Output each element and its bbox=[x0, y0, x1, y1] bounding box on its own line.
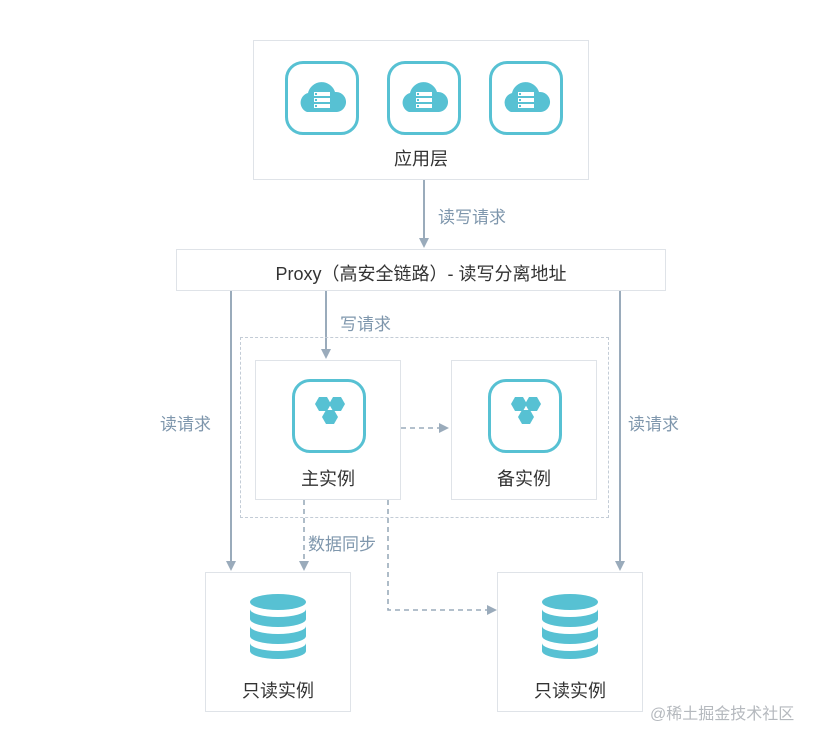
primary-instance-box: 主实例 bbox=[255, 360, 401, 500]
app-layer-label: 应用层 bbox=[394, 149, 448, 169]
ha-group bbox=[240, 337, 609, 518]
proxy-bar: Proxy（高安全链路）- 读写分离地址 bbox=[176, 249, 666, 291]
cloud-server-icon bbox=[489, 61, 563, 135]
cloud-server-icon bbox=[285, 61, 359, 135]
rw-request-label: 读写请求 bbox=[438, 208, 506, 227]
read-request-right-label: 读请求 bbox=[628, 415, 679, 434]
app-layer-box: 应用层 bbox=[253, 40, 589, 180]
readonly-instance-right-box: 只读实例 bbox=[497, 572, 643, 712]
readonly-instance-left-box: 只读实例 bbox=[205, 572, 351, 712]
data-sync-label: 数据同步 bbox=[308, 535, 376, 554]
database-icon bbox=[542, 594, 598, 659]
read-request-left-label: 读请求 bbox=[160, 415, 211, 434]
hexagon-cluster-icon bbox=[488, 379, 562, 453]
watermark: @稀土掘金技术社区 bbox=[650, 706, 795, 723]
hexagon-cluster-icon bbox=[292, 379, 366, 453]
readonly-instance-right-label: 只读实例 bbox=[534, 681, 606, 701]
proxy-label: Proxy（高安全链路）- 读写分离地址 bbox=[275, 264, 567, 284]
write-request-label: 写请求 bbox=[340, 315, 391, 334]
database-icon bbox=[250, 594, 306, 659]
data-sync-right-arrow bbox=[387, 500, 497, 615]
cloud-server-icon bbox=[387, 61, 461, 135]
standby-instance-label: 备实例 bbox=[497, 469, 551, 489]
primary-instance-label: 主实例 bbox=[301, 469, 355, 489]
standby-instance-box: 备实例 bbox=[451, 360, 597, 500]
readonly-instance-left-label: 只读实例 bbox=[242, 681, 314, 701]
